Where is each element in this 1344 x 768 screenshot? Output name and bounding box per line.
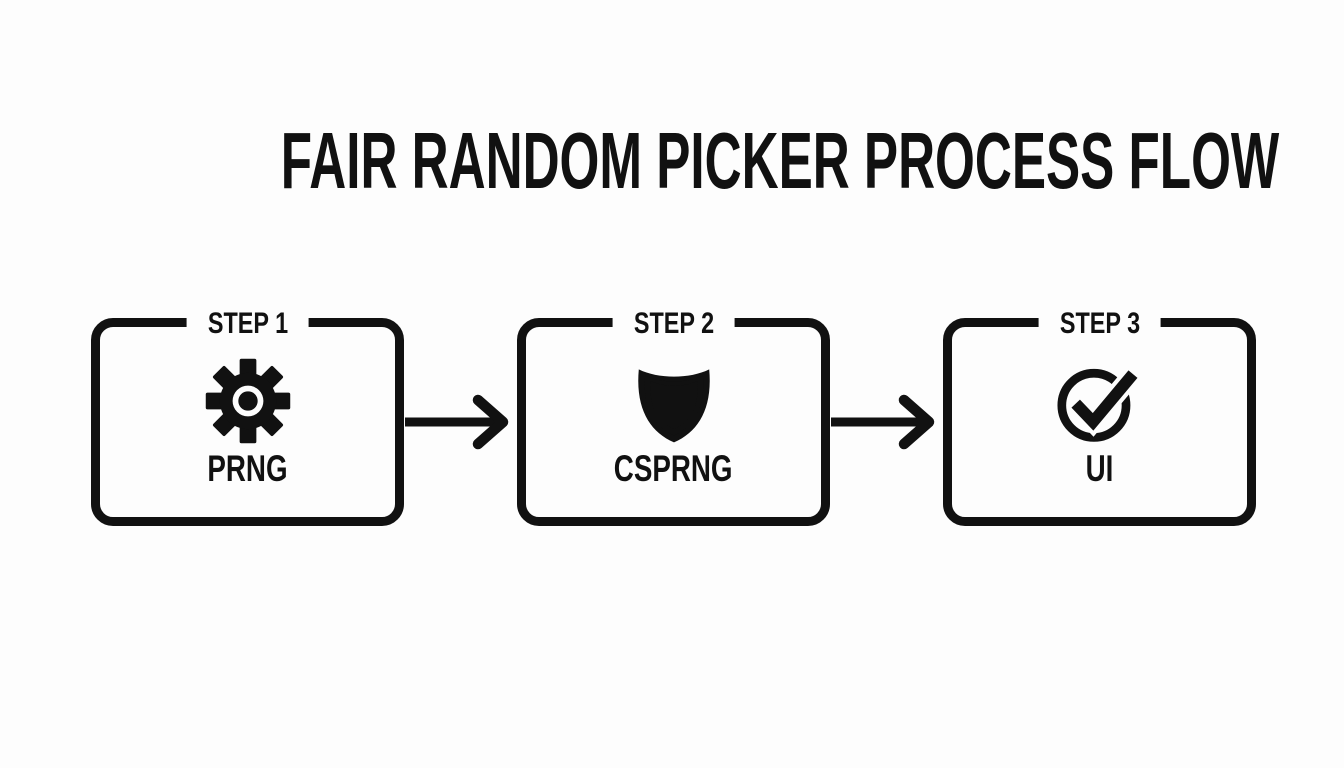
step-label: STEP 3 [1038, 307, 1161, 341]
flow-arrow-2 [830, 318, 943, 526]
check-circle-icon [1054, 355, 1146, 447]
step-name-text: CSPRNG [614, 448, 733, 489]
step-label: STEP 1 [186, 307, 309, 341]
step-name: PRNG [194, 449, 301, 489]
title-row: FAIR RANDOM PICKER PROCESS FLOW [0, 121, 1344, 201]
step-label-text: STEP 2 [633, 307, 714, 340]
step-name: UI [1081, 449, 1118, 489]
shield-icon [628, 355, 720, 447]
step-label-text: STEP 3 [1059, 307, 1140, 340]
step-name-text: UI [1085, 448, 1114, 489]
flow-arrow-1 [404, 318, 517, 526]
step-box-ui: STEP 3 UI [943, 307, 1256, 526]
step-label-text: STEP 1 [207, 307, 288, 340]
step-label: STEP 2 [612, 307, 735, 341]
flow-row: STEP 1 [91, 307, 1256, 526]
step-name-text: PRNG [207, 448, 288, 489]
step-name: CSPRNG [594, 449, 752, 489]
step-box-csprng: STEP 2 CSPRNG [517, 307, 830, 526]
step-box-prng: STEP 1 [91, 307, 404, 526]
gear-icon [202, 355, 294, 447]
page-title: FAIR RANDOM PICKER PROCESS FLOW [280, 116, 1280, 205]
